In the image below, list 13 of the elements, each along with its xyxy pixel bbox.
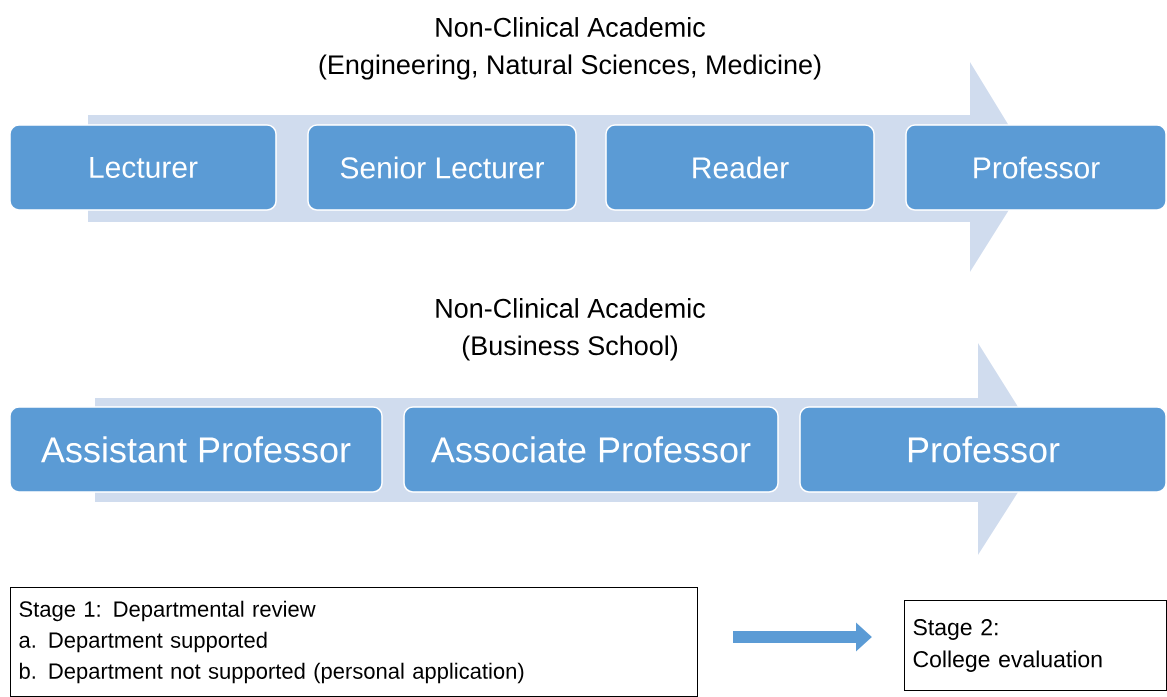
process-box: Lecturer <box>9 124 277 211</box>
process-box: Associate Professor <box>403 406 779 493</box>
heading: (Engineering, Natural Sciences, Medicine) <box>319 54 821 80</box>
stage-box: Stage 1: Departmental review a. Department supported b. Department not supported (personal application) <box>10 587 698 697</box>
heading: Non-Clinical Academic <box>436 298 705 318</box>
stage-box: Stage 2: College evaluation <box>904 600 1167 691</box>
heading: Non-Clinical Academic <box>436 17 705 37</box>
process-box: Senior Lecturer <box>307 124 577 211</box>
heading: (Business School) <box>462 335 678 361</box>
process-box: Assistant Professor <box>9 406 383 493</box>
process-box: Professor <box>799 406 1167 493</box>
process-box: Reader <box>605 124 875 211</box>
process-box: Professor <box>905 124 1167 211</box>
